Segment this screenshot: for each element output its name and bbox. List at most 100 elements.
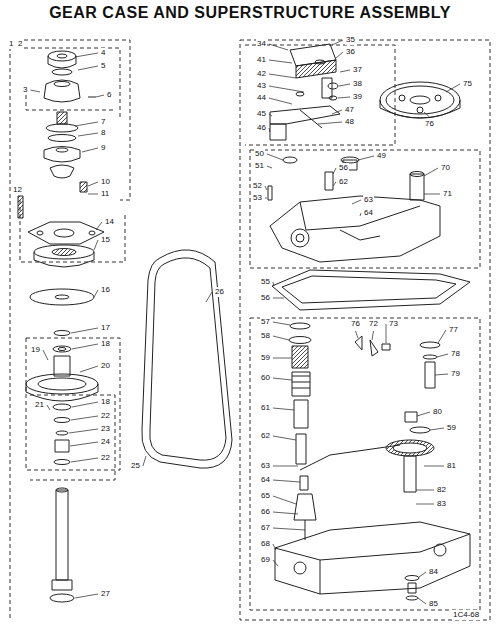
leader-line [332, 40, 343, 45]
callout-number: 17 [100, 323, 111, 333]
callout-number: 12 [12, 185, 23, 195]
leader-line [75, 53, 98, 57]
leader-line [78, 133, 98, 136]
leader-line [269, 98, 292, 104]
callout-number: 21 [34, 400, 45, 410]
leader-line [336, 52, 343, 58]
leader-line [273, 496, 296, 504]
leader-line [424, 168, 438, 176]
leader-line [438, 330, 446, 343]
leader-line [78, 66, 98, 70]
leader-line [360, 213, 361, 216]
callout-number: 38 [352, 79, 363, 89]
leader-line [339, 84, 350, 86]
leader-line [30, 90, 40, 92]
leader-line [72, 344, 98, 349]
callout-number: 39 [352, 92, 363, 102]
leader-line [82, 148, 98, 152]
leader-line [71, 416, 98, 420]
leader-line [69, 429, 98, 433]
callout-number: 52 [252, 181, 263, 191]
leader-line [352, 200, 361, 204]
callout-number: 64 [260, 475, 271, 485]
leader-line [80, 366, 98, 372]
leader-line [43, 350, 48, 360]
leader-line [437, 354, 448, 357]
callout-number: 18 [100, 397, 111, 407]
leader-line [88, 182, 98, 186]
leader-line [424, 112, 429, 117]
leader-line [416, 504, 434, 505]
leader-line [358, 156, 374, 160]
leader-line [419, 572, 426, 577]
callout-number: 73 [388, 319, 399, 329]
leader-line [96, 222, 102, 230]
callout-number: 26 [214, 287, 225, 297]
leader-line [338, 97, 350, 98]
callout-number: 5 [100, 61, 106, 71]
callout-number: 1C4-68 [452, 610, 480, 620]
leader-line [386, 324, 387, 343]
callout-number: 42 [256, 69, 267, 79]
callout-number: 35 [345, 35, 356, 45]
callout-number: 7 [100, 117, 106, 127]
leader-line [269, 128, 270, 132]
leader-line [71, 328, 98, 333]
callout-number: 14 [104, 217, 115, 227]
callout-number: 64 [363, 208, 374, 218]
callout-number: 19 [30, 345, 41, 355]
leader-line [333, 168, 336, 174]
leader-line [273, 528, 305, 530]
callout-number: 81 [446, 461, 457, 471]
callout-number: 47 [344, 105, 355, 115]
callout-number: 51 [254, 161, 265, 171]
leader-line [417, 412, 430, 416]
callout-number: 46 [256, 123, 267, 133]
callout-number: 61 [260, 403, 271, 413]
callout-number: 56 [260, 293, 271, 303]
leader-line [340, 70, 350, 72]
callout-number: 65 [260, 491, 271, 501]
callout-number: 59 [446, 423, 457, 433]
callout-number: 16 [100, 285, 111, 295]
callout-number: 68 [260, 539, 271, 549]
callout-number: 22 [100, 453, 111, 463]
leader-line [75, 594, 98, 598]
leader-line [273, 466, 298, 467]
leader-line [94, 290, 98, 297]
callout-number: 27 [100, 589, 111, 599]
leader-line [265, 186, 267, 190]
callout-number: 4 [100, 48, 106, 58]
leader-line [273, 282, 274, 286]
leader-line [70, 442, 98, 446]
callout-number: 24 [100, 437, 111, 447]
leader-line [416, 490, 434, 491]
leader-line [273, 408, 294, 410]
callout-number: 59 [260, 353, 271, 363]
callout-number: 48 [344, 117, 355, 127]
callout-number: 56 [338, 163, 349, 173]
leader-line [143, 456, 146, 466]
leader-line [269, 44, 288, 50]
callout-number: 8 [100, 128, 106, 138]
leader-line [273, 480, 300, 482]
diagram-title: GEAR CASE AND SUPERSTRUCTURE ASSEMBLY [0, 4, 500, 22]
callout-number: 62 [260, 431, 271, 441]
callout-number: 37 [352, 65, 363, 75]
leader-line [273, 544, 276, 550]
leader-line [96, 95, 104, 97]
leader-line [94, 240, 98, 250]
leader-line [435, 374, 448, 375]
leader-line [72, 402, 98, 407]
callout-number: 82 [436, 485, 447, 495]
callout-number: 70 [440, 163, 451, 173]
leader-line [269, 86, 304, 92]
callout-number: 2 [17, 39, 23, 49]
callout-number: 60 [260, 373, 271, 383]
leader-line [273, 560, 278, 566]
leader-line [267, 154, 283, 160]
leader-line [273, 358, 292, 359]
leader-line [71, 458, 98, 462]
leader-line [273, 378, 292, 380]
